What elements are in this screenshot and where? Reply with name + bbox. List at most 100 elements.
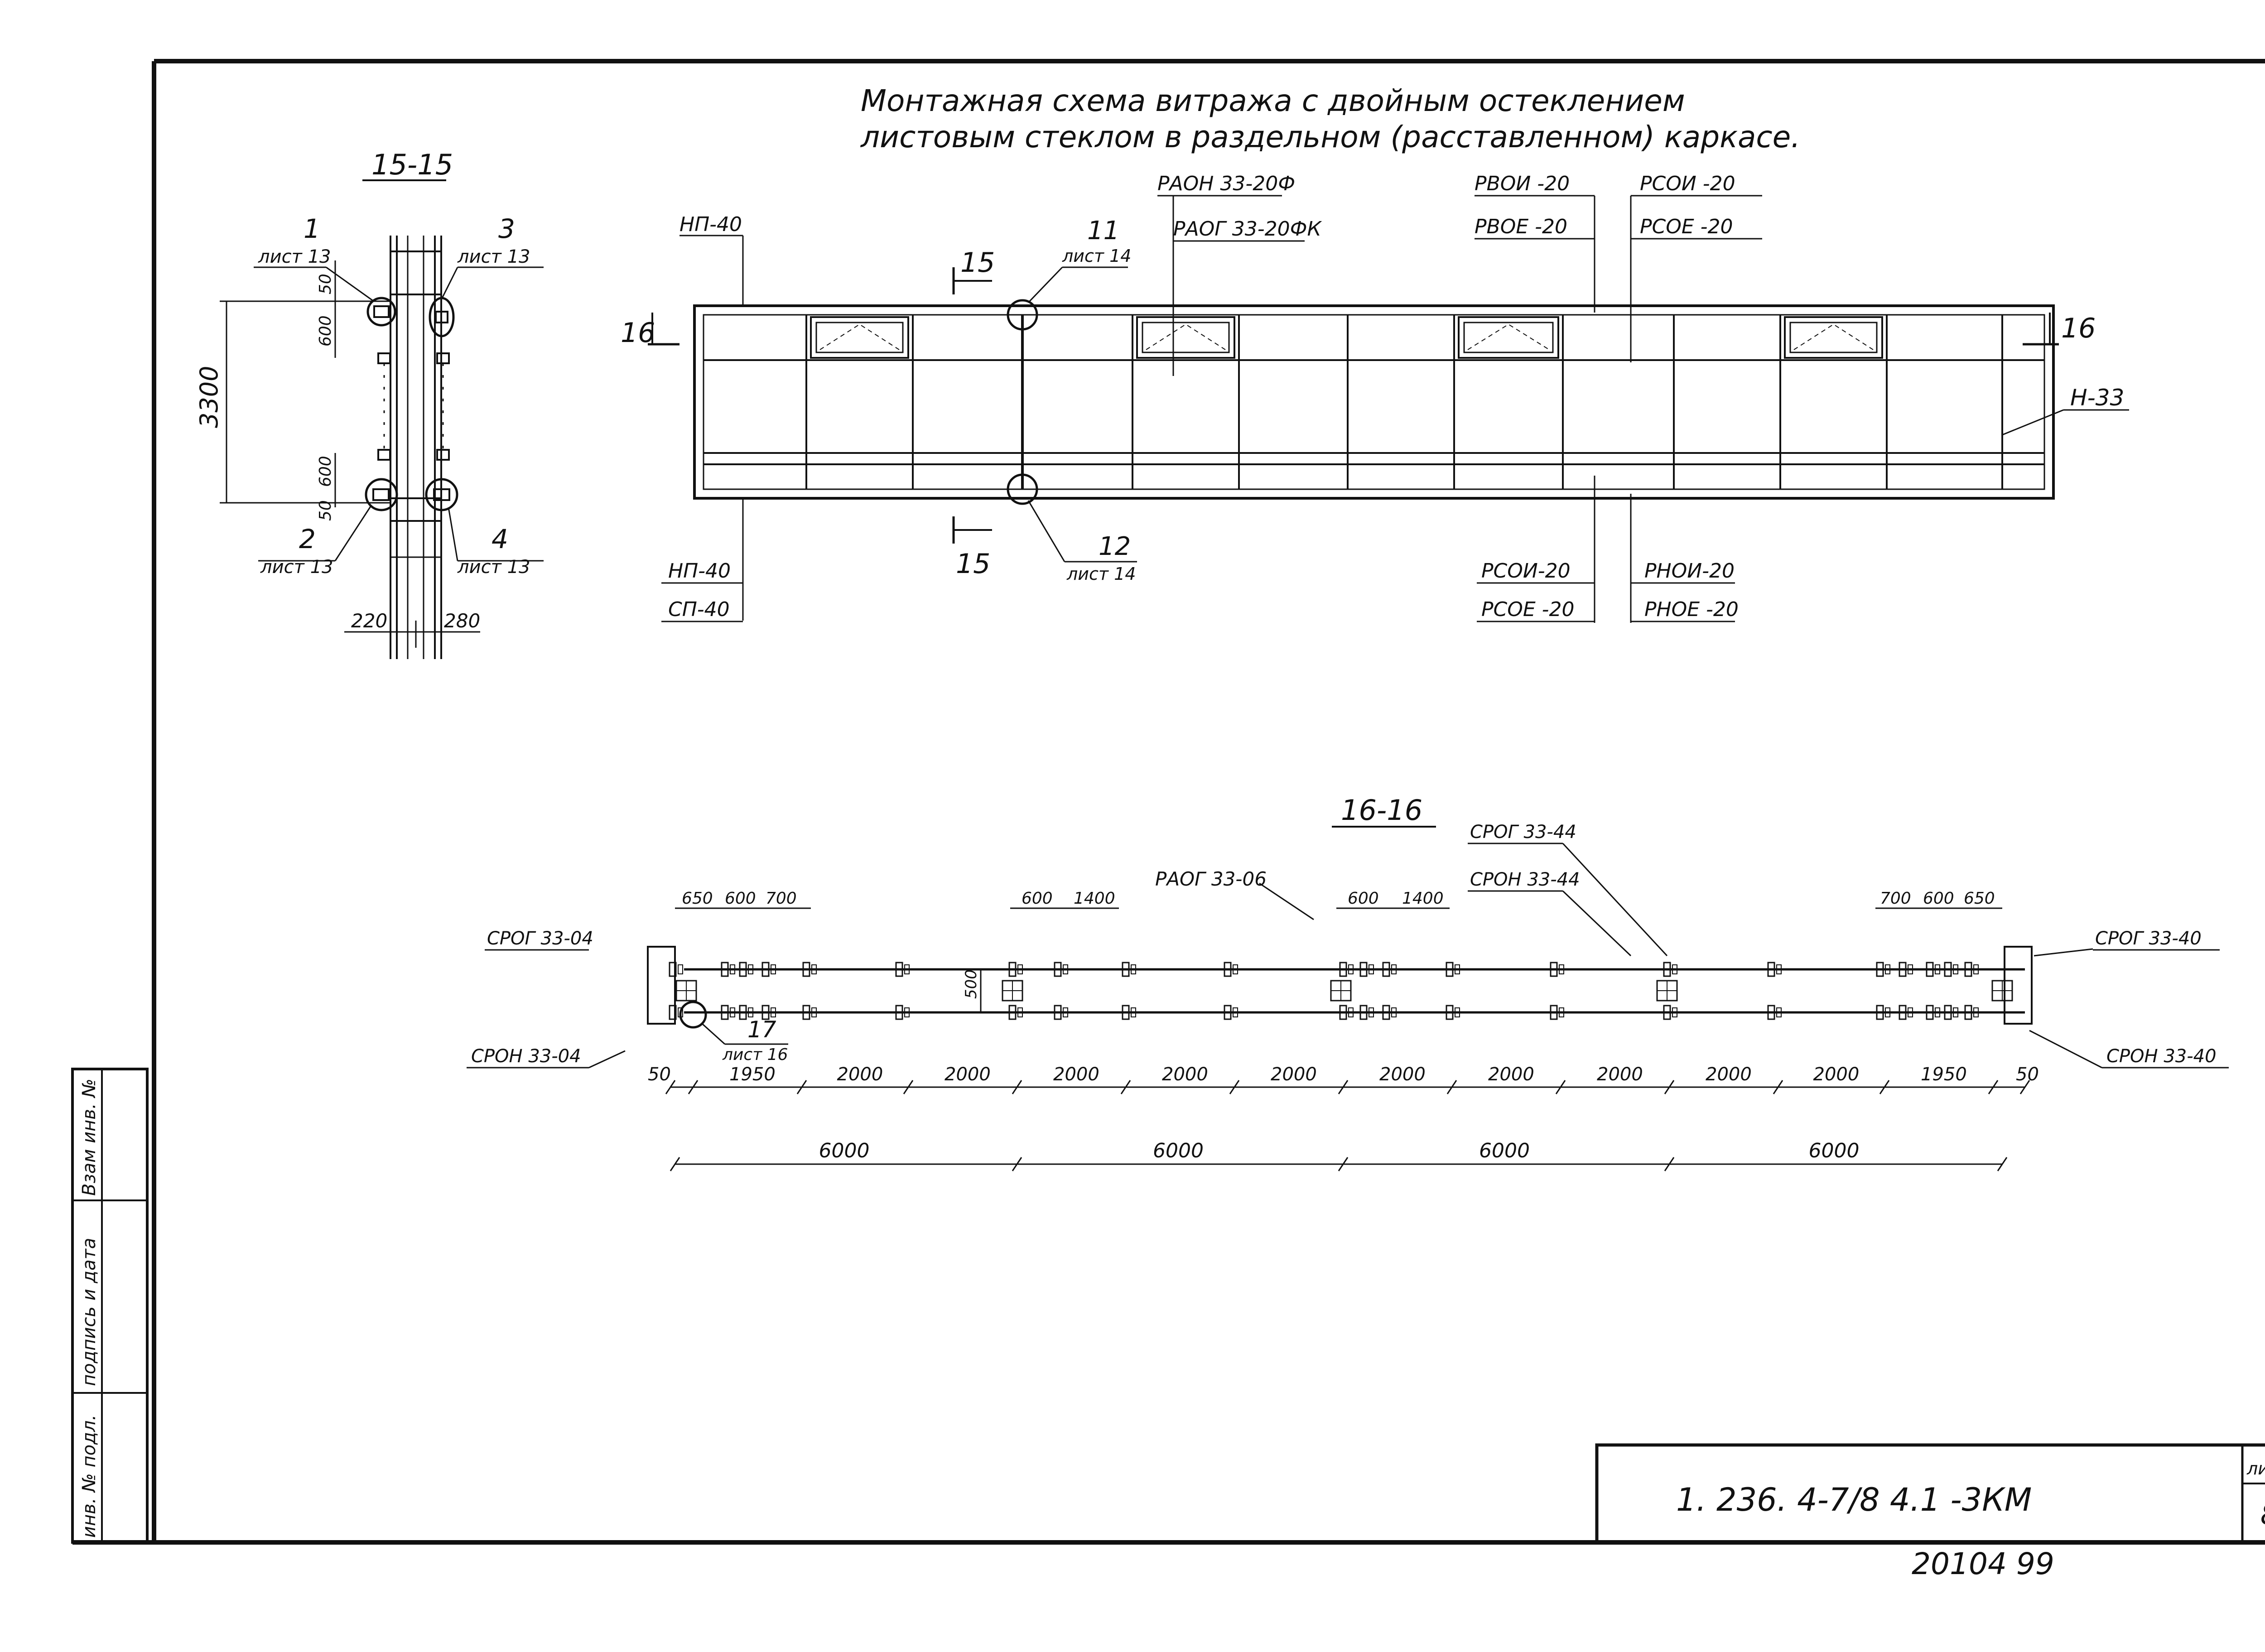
total-dim: 6000 [1479, 1139, 1530, 1162]
profile-bottom [1382, 1005, 1390, 1020]
profile-bottom-gasket [1455, 1007, 1460, 1017]
profile-bottom [739, 1005, 747, 1020]
callout-2-num: 2 [299, 524, 316, 554]
node-1-marker [366, 297, 396, 327]
callout-17-sheet: лист 16 [722, 1045, 788, 1064]
profile-top-gasket [811, 964, 817, 974]
total-dim: 6000 [819, 1139, 870, 1162]
profile-top-gasket [730, 964, 735, 974]
section-16-16: 16-16 17 лист 16 СРОГ 33-04 СРОН 33-04 Р… [467, 794, 2229, 1171]
span-dim: 2000 [1706, 1064, 1752, 1085]
dim-tick [1446, 1080, 1457, 1094]
label-sron-right: СРОН 33-40 [2106, 1046, 2217, 1067]
profile-bottom-gasket [1908, 1007, 1913, 1017]
profile-bottom [802, 1005, 810, 1020]
dim-tick [1997, 1157, 2008, 1171]
span-dim: 2000 [1271, 1064, 1317, 1085]
title-block: 1. 236. 4-7/8 4.1 -3КМ лист 8 [1595, 1443, 2265, 1544]
label-rsoi-top: РСОИ -20 [1640, 172, 1735, 195]
profile-bottom-gasket [1369, 1007, 1374, 1017]
section-15-15: 15-15 1 лист 13 3 [195, 148, 544, 659]
profile-top-gasket [678, 964, 683, 974]
dim-280: 280 [444, 610, 480, 632]
dim-tick [1773, 1080, 1783, 1094]
dim-tick [1338, 1080, 1349, 1094]
profile-top [1054, 962, 1062, 977]
profile-bottom-gasket [1953, 1007, 1958, 1017]
label-np40-bottom: НП-40 [668, 559, 731, 583]
callout-1-num: 1 [304, 213, 320, 244]
sheet-label: лист [2246, 1459, 2265, 1479]
label-sron-mid: СРОН 33-44 [1470, 869, 1580, 890]
profile-bottom [721, 1005, 729, 1020]
profile-top [1926, 962, 1934, 977]
dim-top-600: 600 [316, 315, 335, 347]
callout-12-num: 12 [1099, 532, 1131, 561]
profile-top [1224, 962, 1232, 977]
span-dim: 2000 [837, 1064, 883, 1085]
node-12-marker [1007, 473, 1038, 505]
profile-bottom [1054, 1005, 1062, 1020]
title-line-1: Монтажная схема витража с двойным остекл… [861, 83, 1685, 118]
span-dim: 2000 [1488, 1064, 1534, 1085]
profile-top-gasket [1885, 964, 1890, 974]
elevation-mullions [805, 315, 2003, 489]
drawing-code: 1. 236. 4-7/8 4.1 -3КМ [1676, 1481, 2032, 1518]
profile-top [1550, 962, 1558, 977]
stamp-replacement-inv: Взам инв. № [79, 1079, 100, 1196]
profile-bottom-gasket [748, 1007, 753, 1017]
span-dim: 2000 [1053, 1064, 1099, 1085]
dim-mid2-1400: 1400 [1402, 889, 1444, 908]
span-dim: 50 [2016, 1064, 2039, 1085]
callout-4-num: 4 [492, 524, 508, 554]
dim-tick [1879, 1080, 1890, 1094]
dim-right-600: 600 [1923, 889, 1954, 908]
stamp-original-inv: инв. № подл. [79, 1415, 100, 1538]
dim-tick [1229, 1080, 1240, 1094]
callout-17-num: 17 [747, 1016, 776, 1043]
profile-top [739, 962, 747, 977]
vent-sash [1458, 316, 1559, 359]
footer-number: 20104 99 [1912, 1546, 2054, 1581]
profile-top [1899, 962, 1907, 977]
profile-bottom [1767, 1005, 1775, 1020]
dim-bot-50: 50 [316, 500, 335, 521]
profile-bottom [1550, 1005, 1558, 1020]
label-rsoe-top: РСОЕ -20 [1640, 215, 1733, 238]
dim-depth-500: 500 [962, 969, 980, 999]
dim-tick [670, 1157, 680, 1171]
profile-bottom [1008, 1005, 1017, 1020]
dim-right-650: 650 [1964, 889, 1995, 908]
profile-top-gasket [1063, 964, 1068, 974]
callout-11-num: 11 [1087, 216, 1119, 246]
label-n33: Н-33 [2070, 385, 2124, 411]
profile-bottom [1359, 1005, 1368, 1020]
dim-tick [1664, 1157, 1675, 1171]
dim-tick [1120, 1080, 1131, 1094]
dim-mid1-600: 600 [1022, 889, 1053, 908]
dim-left-650: 650 [682, 889, 713, 908]
profile-top [1964, 962, 1972, 977]
profile-top-gasket [1348, 964, 1354, 974]
dim-tick [1555, 1080, 1566, 1094]
label-rvoi: РВОИ -20 [1475, 172, 1570, 195]
span-dim: 2000 [1813, 1064, 1860, 1085]
span-dim: 1950 [729, 1064, 776, 1085]
dim-tick [2019, 1080, 2030, 1094]
label-np40-top: НП-40 [680, 213, 742, 236]
profile-bottom-gasket [1885, 1007, 1890, 1017]
vent-sash [1136, 316, 1235, 359]
profile-bottom [1944, 1005, 1952, 1020]
dim-bot-600: 600 [316, 456, 335, 487]
profile-bottom [1224, 1005, 1232, 1020]
total-dim: 6000 [1153, 1139, 1204, 1162]
vent-sash [810, 316, 909, 359]
dim-220: 220 [351, 610, 387, 632]
profile-bottom [761, 1005, 770, 1020]
dim-3300: 3300 [195, 366, 223, 428]
span-dim: 2000 [1379, 1064, 1426, 1085]
dim-tick [1338, 1157, 1349, 1171]
span-dim: 2000 [945, 1064, 991, 1085]
callout-3-num: 3 [498, 213, 515, 244]
